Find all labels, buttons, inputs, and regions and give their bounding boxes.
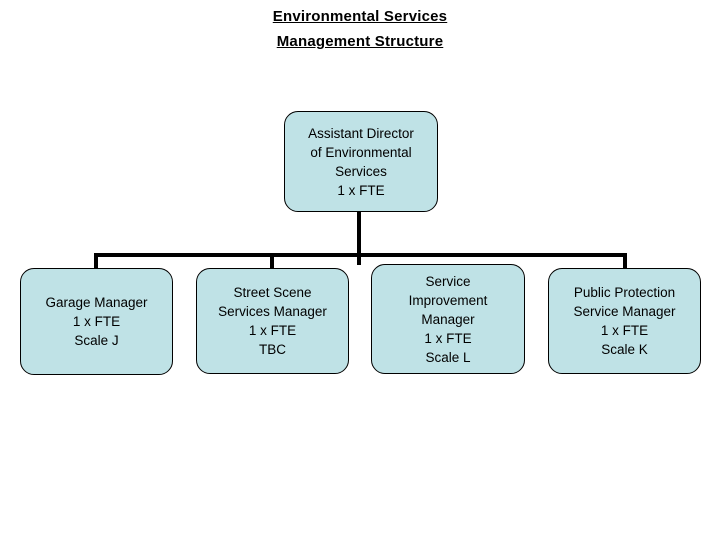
org-box-line: Public Protection — [573, 285, 676, 300]
org-box-line: Scale K — [601, 342, 648, 357]
connector-drop-service-improvement-manager — [357, 253, 361, 265]
org-box-line: Manager — [421, 311, 475, 327]
org-box-assistant-director[interactable]: Assistant Director of Environmental Serv… — [284, 111, 438, 212]
org-box-line: Scale J — [74, 333, 119, 348]
chart-title-row-1: Environmental Services — [0, 5, 720, 28]
chart-title-row-2: Management Structure — [0, 30, 720, 53]
org-box-line: 1 x FTE — [424, 330, 472, 346]
org-box-line: Street Scene — [233, 285, 312, 300]
chart-title: Environmental Services Management Struct… — [0, 5, 720, 53]
org-box-street-scene-services-manager[interactable]: Street Scene Services Manager 1 x FTE TB… — [196, 268, 349, 374]
connector-drop-garage-manager — [94, 253, 98, 269]
org-box-line: Service — [425, 273, 471, 289]
org-box-line: Services Manager — [218, 304, 327, 319]
org-box-line: Improvement — [408, 292, 488, 308]
org-box-line: Assistant Director — [308, 125, 414, 141]
org-box-line: 1 x FTE — [72, 314, 121, 329]
chart-title-line-1: Environmental Services — [272, 8, 448, 25]
org-box-line: 1 x FTE — [600, 323, 649, 338]
org-box-service-improvement-manager[interactable]: Service Improvement Manager 1 x FTE Scal… — [371, 264, 525, 374]
org-box-public-protection-service-manager[interactable]: Public Protection Service Manager 1 x FT… — [548, 268, 701, 374]
org-box-line: 1 x FTE — [337, 182, 385, 198]
connector-drop-public-protection-service-manager — [623, 253, 627, 269]
org-box-line: TBC — [259, 342, 286, 357]
org-box-line: Services — [335, 163, 387, 179]
org-box-line: Garage Manager — [45, 295, 148, 310]
connector-drop-street-scene-services-manager — [270, 253, 274, 269]
connector-trunk-vertical — [357, 211, 361, 257]
org-box-garage-manager[interactable]: Garage Manager 1 x FTE Scale J — [20, 268, 173, 375]
org-box-line: of Environmental — [310, 144, 412, 160]
org-box-line: Service Manager — [573, 304, 676, 319]
org-box-line: Scale L — [425, 349, 471, 365]
chart-title-line-2: Management Structure — [276, 33, 444, 50]
org-box-line: 1 x FTE — [248, 323, 297, 338]
